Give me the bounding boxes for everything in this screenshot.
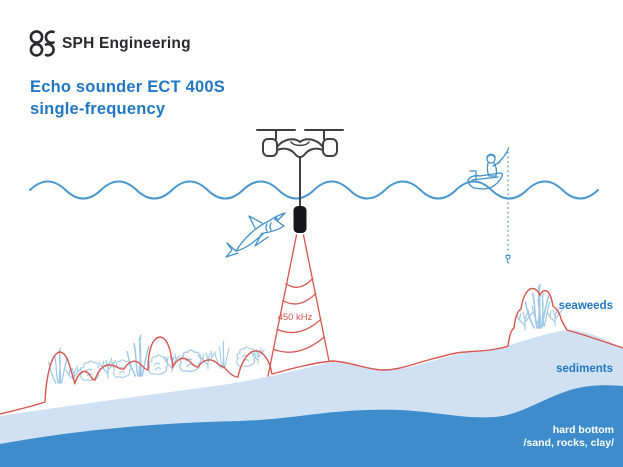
sph-drone-logo-icon xyxy=(29,30,55,57)
diagram-title-line1: Echo sounder ECT 400S xyxy=(30,78,225,96)
label-hard-bottom-line1: hard bottom xyxy=(553,424,614,436)
fishing-lure-icon xyxy=(505,254,511,264)
fishing-boat-icon xyxy=(467,147,510,190)
diagram-title: Echo sounder ECT 400S single-frequency xyxy=(30,78,225,118)
brand-name: SPH Engineering xyxy=(62,35,191,52)
seabed-outline xyxy=(0,287,623,415)
label-hard-bottom-line2: /sand, rocks, clay/ xyxy=(524,437,615,449)
label-hard-bottom: hard bottom /sand, rocks, clay/ xyxy=(524,424,615,449)
diagram-title-line2: single-frequency xyxy=(30,100,166,118)
hard-bottom-layer xyxy=(0,385,623,467)
quadcopter-drone-icon xyxy=(256,129,344,158)
sonar-beam-cone-icon xyxy=(267,234,330,377)
water-surface-wave xyxy=(29,180,599,200)
echo-sounder-transducer-icon xyxy=(293,206,307,233)
beam-frequency-label: 450 kHz xyxy=(278,312,313,323)
seaweed-plants-left xyxy=(48,334,265,385)
label-seaweeds: seaweeds xyxy=(559,300,613,312)
label-sediments: sediments xyxy=(556,363,613,375)
shark-icon xyxy=(225,212,286,258)
